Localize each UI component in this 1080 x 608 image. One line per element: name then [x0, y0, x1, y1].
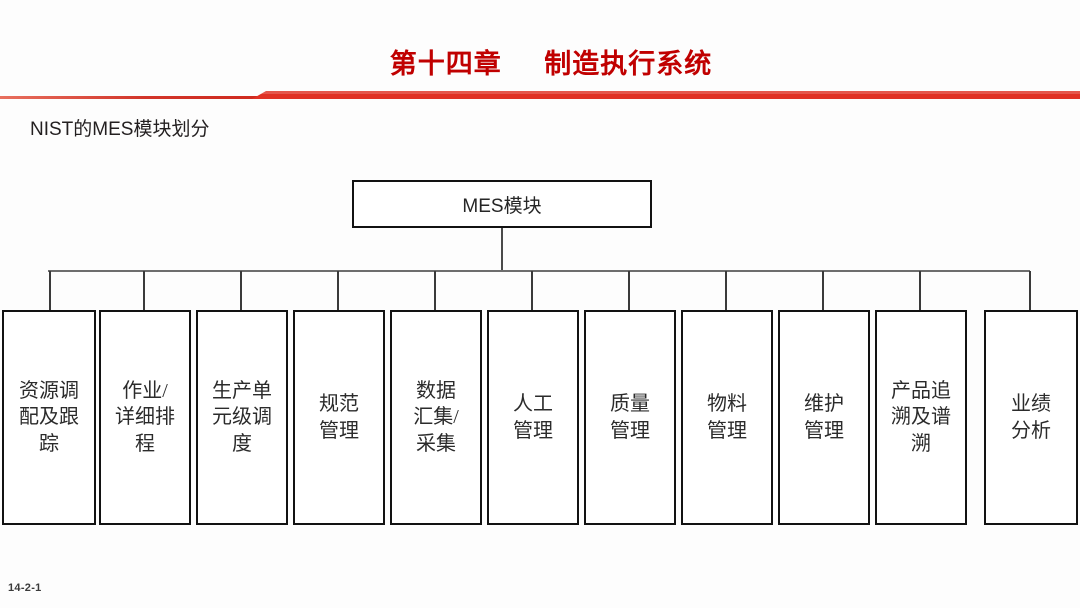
leaf-node-7: 质量 管理	[584, 310, 676, 525]
leaf-node-3-label: 生产单 元级调 度	[212, 379, 272, 455]
leaf-node-2: 作业/ 详细排 程	[99, 310, 191, 525]
leaf-node-4-label: 规范 管理	[319, 393, 359, 442]
leaf-node-8-label: 物料 管理	[707, 393, 747, 442]
connector-drop-6	[531, 271, 533, 311]
connector-drop-10	[919, 271, 921, 311]
leaf-node-7-label: 质量 管理	[610, 393, 650, 442]
header-rule-highlight	[252, 91, 1080, 94]
root-node-mes-module: MES模块	[352, 180, 652, 228]
connector-drop-11	[1029, 271, 1031, 311]
connector-drop-4	[337, 271, 339, 311]
header-rule-thin	[0, 96, 264, 99]
slide-number-footer: 14-2-1	[8, 582, 42, 594]
leaf-node-11: 业绩 分析	[984, 310, 1078, 525]
leaf-node-3: 生产单 元级调 度	[196, 310, 288, 525]
leaf-node-9-label: 维护 管理	[804, 393, 844, 442]
leaf-node-1-label: 资源调 配及跟 踪	[19, 379, 79, 455]
connector-drop-7	[628, 271, 630, 311]
connector-drop-5	[434, 271, 436, 311]
leaf-node-5-label: 数据 汇集/ 采集	[413, 379, 459, 455]
root-connector-line	[501, 228, 503, 271]
leaf-node-6-label: 人工 管理	[513, 393, 553, 442]
connector-drop-1	[49, 271, 51, 311]
connector-drop-2	[143, 271, 145, 311]
root-node-label: MES模块	[462, 195, 542, 217]
connector-drop-3	[240, 271, 242, 311]
leaf-node-9: 维护 管理	[778, 310, 870, 525]
horizontal-bus-line	[48, 270, 1030, 272]
leaf-node-5: 数据 汇集/ 采集	[390, 310, 482, 525]
leaf-node-11-label: 业绩 分析	[1011, 393, 1051, 442]
leaf-node-6: 人工 管理	[487, 310, 579, 525]
leaf-node-4: 规范 管理	[293, 310, 385, 525]
leaf-node-10: 产品追 溯及谱 溯	[875, 310, 967, 525]
header-rule-thick	[252, 91, 1080, 99]
leaf-node-2-label: 作业/ 详细排 程	[115, 379, 175, 455]
leaf-node-8: 物料 管理	[681, 310, 773, 525]
page-title: 第十四章 制造执行系统	[389, 49, 713, 79]
leaf-node-1: 资源调 配及跟 踪	[2, 310, 96, 525]
section-subtitle: NIST的MES模块划分	[30, 119, 210, 140]
connector-drop-9	[822, 271, 824, 311]
leaf-node-10-label: 产品追 溯及谱 溯	[891, 379, 951, 455]
connector-drop-8	[725, 271, 727, 311]
